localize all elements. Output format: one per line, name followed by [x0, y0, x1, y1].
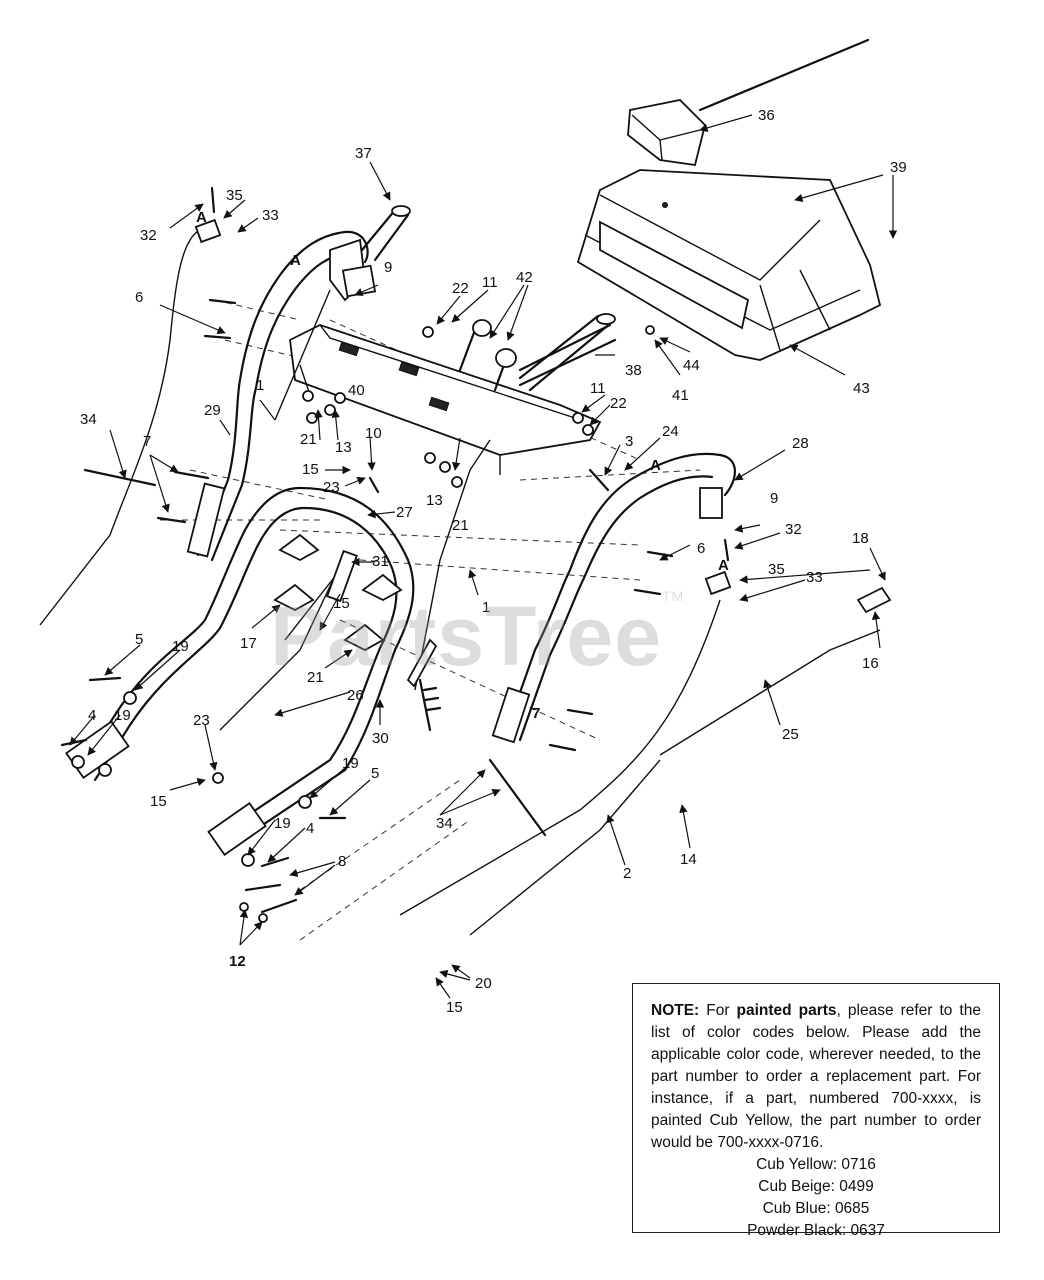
callout-1a: 1 [256, 377, 264, 394]
callout-38: 38 [625, 362, 642, 379]
color-code-note: NOTE: For painted parts, please refer to… [632, 983, 1000, 1239]
callout-43: 43 [853, 380, 870, 397]
callout-27: 27 [396, 504, 413, 521]
callout-25: 25 [782, 726, 799, 743]
callout-4a: 4 [88, 707, 96, 724]
callout-11a: 11 [482, 274, 498, 291]
callout-13b: 13 [426, 492, 443, 509]
callout-6a: 6 [135, 289, 143, 306]
callout-4b: 4 [306, 820, 314, 837]
callout-A1: A [196, 209, 207, 226]
lower-handle-loop [65, 486, 415, 857]
callout-13a: 13 [335, 439, 352, 456]
callout-7b: 7 [532, 705, 540, 722]
callout-5a: 5 [135, 631, 143, 648]
callout-24: 24 [662, 423, 679, 440]
control-panel [289, 319, 617, 475]
callout-3: 3 [625, 433, 633, 450]
callout-33a: 33 [262, 207, 279, 224]
callout-8: 8 [338, 853, 346, 870]
callout-18: 18 [852, 530, 869, 547]
callout-34a: 34 [80, 411, 97, 428]
callout-9a: 9 [384, 259, 392, 276]
callout-21b: 21 [452, 517, 469, 534]
callout-14: 14 [680, 851, 697, 868]
color-code-item: Cub Beige: 0499 [758, 1178, 874, 1195]
callout-21c: 21 [307, 669, 324, 686]
callout-35b: 35 [768, 561, 785, 578]
callout-32b: 32 [785, 521, 802, 538]
callout-11b: 11 [590, 380, 606, 397]
callout-labels: 36 39 37 35 33 32 A A 9 22 11 42 6 44 38… [80, 107, 907, 1016]
callout-33b: 33 [806, 569, 823, 586]
callout-9b: 9 [770, 490, 778, 507]
callout-40: 40 [348, 382, 365, 399]
callout-19c: 19 [342, 755, 359, 772]
callout-29: 29 [204, 402, 221, 419]
right-upper-handle [491, 452, 736, 744]
cables-and-rods [39, 229, 892, 936]
hardware [60, 186, 732, 923]
callout-31: 31 [372, 553, 389, 570]
callout-1b: 1 [482, 599, 490, 616]
callout-23b: 23 [193, 712, 210, 729]
callout-28: 28 [792, 435, 809, 452]
note-painted-parts: painted parts [736, 1002, 837, 1019]
callout-10: 10 [365, 425, 382, 442]
callout-2: 2 [623, 865, 631, 882]
callout-30: 30 [372, 730, 389, 747]
callout-26: 26 [347, 687, 364, 704]
callout-39: 39 [890, 159, 907, 176]
color-code-item: Cub Blue: 0685 [762, 1200, 870, 1217]
callout-32a: 32 [140, 227, 157, 244]
callout-12: 12 [229, 953, 246, 970]
callout-36: 36 [758, 107, 775, 124]
callout-15c: 15 [150, 793, 167, 810]
callout-42: 42 [516, 269, 533, 286]
callout-19b: 19 [114, 707, 131, 724]
callout-A2: A [290, 252, 301, 269]
shaft-38 [518, 313, 616, 392]
leader-lines [69, 114, 898, 999]
note-text-2: , please refer to the list of color code… [651, 1002, 981, 1151]
callout-7a: 7 [143, 433, 151, 450]
callout-44: 44 [683, 357, 700, 374]
callout-41: 41 [672, 387, 689, 404]
callout-34b: 34 [436, 815, 453, 832]
callout-22a: 22 [452, 280, 469, 297]
callout-22b: 22 [610, 395, 627, 412]
callout-6b: 6 [697, 540, 705, 557]
callout-15b: 15 [333, 595, 350, 612]
headlight-shroud [576, 169, 882, 361]
callout-5b: 5 [371, 765, 379, 782]
callout-19d: 19 [274, 815, 291, 832]
callout-A4: A [718, 557, 729, 574]
note-label: NOTE: [651, 1002, 700, 1019]
color-code-list: Cub Yellow: 0716 Cub Beige: 0499 Cub Blu… [651, 1154, 981, 1242]
note-text-1: For [699, 1002, 737, 1019]
callout-21a: 21 [300, 431, 317, 448]
callout-17: 17 [240, 635, 257, 652]
color-code-item: Powder Black: 0637 [747, 1222, 885, 1239]
callout-23a: 23 [323, 479, 340, 496]
callout-20: 20 [475, 975, 492, 992]
callout-A3: A [650, 457, 661, 474]
note-paragraph: NOTE: For painted parts, please refer to… [651, 1000, 981, 1154]
callout-37: 37 [355, 145, 372, 162]
callout-19a: 19 [172, 638, 189, 655]
callout-15a: 15 [302, 461, 319, 478]
color-code-item: Cub Yellow: 0716 [756, 1156, 876, 1173]
callout-16: 16 [862, 655, 879, 672]
callout-35a: 35 [226, 187, 243, 204]
callout-15d: 15 [446, 999, 463, 1016]
headlight-36 [627, 38, 870, 167]
